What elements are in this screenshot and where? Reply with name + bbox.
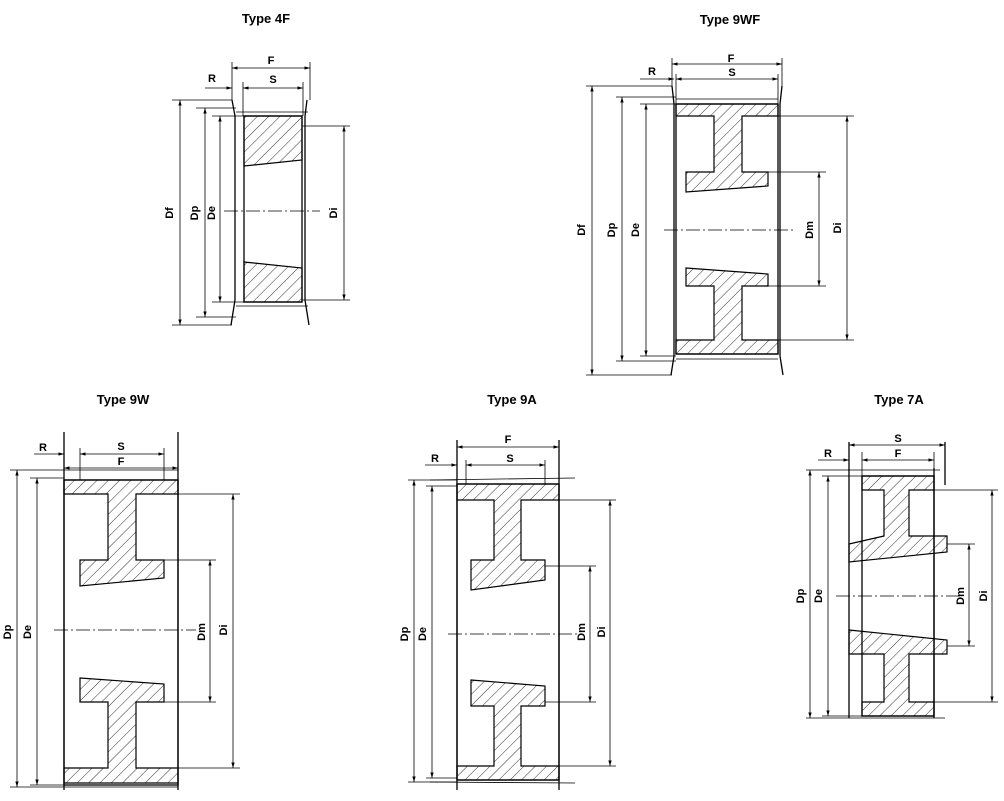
type-7a-label-dp: Dp [795, 588, 807, 603]
type-4f-label-s: S [269, 74, 276, 86]
type-9w-label-dp: Dp [2, 624, 14, 639]
type-4f-label-di: Di [328, 208, 340, 219]
type-9wf-label-de: De [630, 223, 642, 237]
type-9a-label-f: F [505, 434, 512, 446]
type-9w-label-f: F [118, 456, 125, 468]
type-9a-label-di: Di [596, 627, 608, 638]
type-9a-title: Type 9A [487, 392, 537, 407]
type-9wf-label-di: Di [832, 223, 844, 234]
type-4f-drawing: Type 4F F S [164, 11, 350, 326]
type-9w-label-s: S [117, 441, 124, 453]
type-7a-label-r: R [824, 448, 832, 460]
type-4f-label-dp: Dp [189, 205, 201, 220]
type-4f-label-de: De [206, 206, 218, 220]
type-9wf-drawing: Type 9WF [576, 12, 854, 376]
type-7a-label-f: F [895, 448, 902, 460]
type-9wf-label-df: Df [576, 224, 588, 236]
type-9w-drawing: Type 9W R S F Dp [2, 392, 240, 790]
type-9a-label-r: R [431, 453, 439, 465]
type-9wf-label-s: S [728, 67, 735, 79]
type-7a-drawing: Type 7A S R F Dp [795, 392, 998, 719]
type-7a-title: Type 7A [874, 392, 924, 407]
type-9a-label-dp: Dp [399, 626, 411, 641]
type-9a-drawing: Type 9A F R S Dp [399, 392, 616, 790]
type-9w-label-di: Di [218, 625, 230, 636]
type-9w-label-de: De [22, 625, 34, 639]
type-9wf-title: Type 9WF [700, 12, 760, 27]
type-9w-label-r: R [39, 442, 47, 454]
type-9wf-label-dp: Dp [606, 222, 618, 237]
type-9wf-label-r: R [648, 66, 656, 78]
type-7a-label-dm: Dm [955, 587, 967, 605]
type-7a-label-s: S [894, 433, 901, 445]
type-4f-label-df: Df [164, 207, 176, 219]
type-9w-label-dm: Dm [196, 623, 208, 641]
type-4f-label-r: R [208, 73, 216, 85]
type-9a-label-dm: Dm [576, 623, 588, 641]
type-9a-label-s: S [506, 453, 513, 465]
type-4f-title: Type 4F [242, 11, 290, 26]
type-7a-label-de: De [813, 589, 825, 603]
type-4f-label-f: F [268, 55, 275, 67]
type-9a-label-de: De [417, 627, 429, 641]
type-9wf-label-dm: Dm [804, 221, 816, 239]
type-9w-title: Type 9W [97, 392, 150, 407]
type-7a-label-di: Di [978, 591, 990, 602]
type-9wf-label-f: F [728, 53, 735, 65]
